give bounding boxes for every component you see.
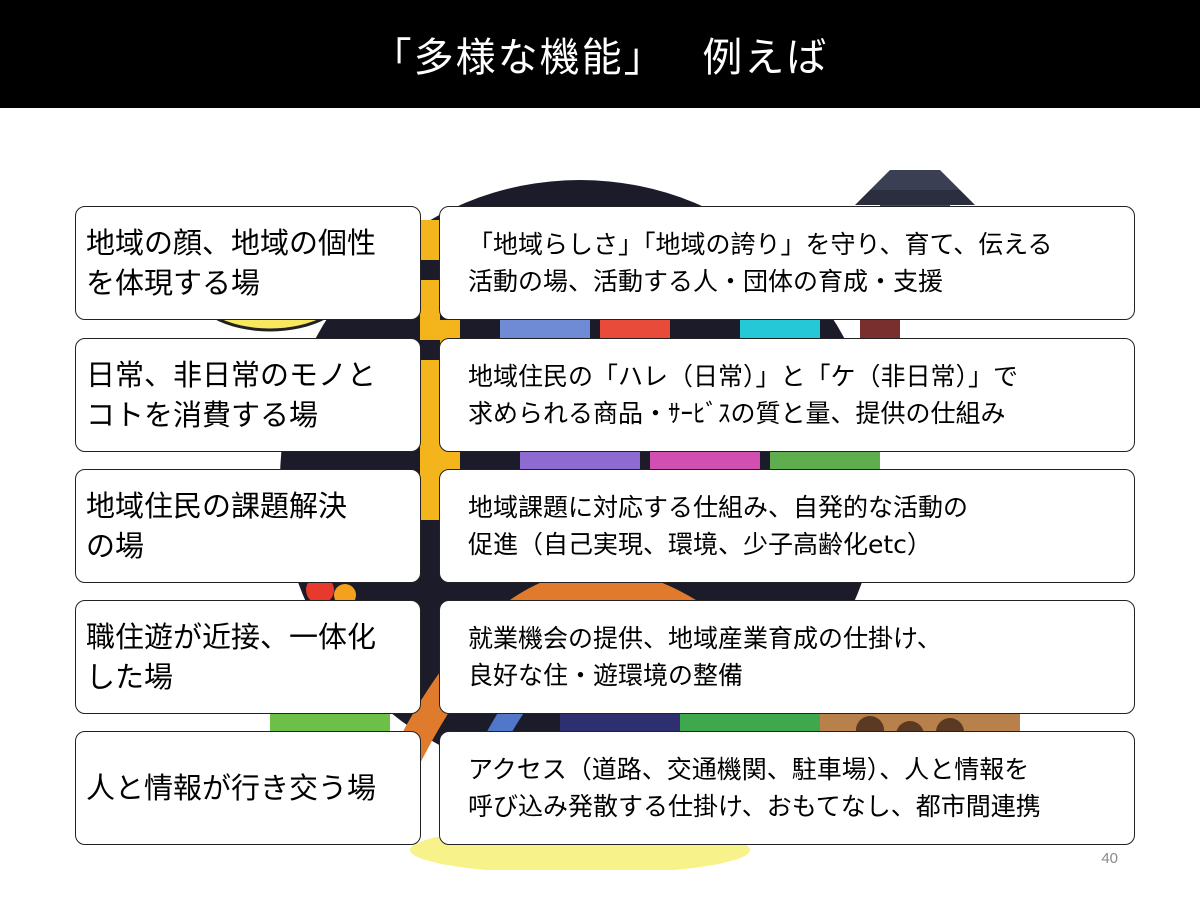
function-box-5: 人と情報が行き交う場 <box>75 731 421 845</box>
example-box-3: 地域課題に対応する仕組み、自発的な活動の 促進（自己実現、環境、少子高齢化etc… <box>439 469 1135 583</box>
example-box-1: 「地域らしさ」「地域の誇り」を守り、育て、伝える 活動の場、活動する人・団体の育… <box>439 206 1135 320</box>
example-text-5: アクセス（道路、交通機関、駐車場）、人と情報を 呼び込み発散する仕掛け、おもてな… <box>468 755 1041 821</box>
function-text-2: 日常、非日常のモノと コトを消費する場 <box>86 358 377 432</box>
example-text-3: 地域課題に対応する仕組み、自発的な活動の 促進（自己実現、環境、少子高齢化etc… <box>468 493 969 559</box>
slide-title-bar: 「多様な機能」 例えば <box>0 0 1200 108</box>
example-text-2: 地域住民の「ハレ（日常）」と「ケ（非日常）」で 求められる商品・ｻｰﾋﾞｽの質と… <box>468 362 1019 428</box>
example-text-4: 就業機会の提供、地域産業育成の仕掛け、 良好な住・遊環境の整備 <box>468 624 942 690</box>
example-box-4: 就業機会の提供、地域産業育成の仕掛け、 良好な住・遊環境の整備 <box>439 600 1135 714</box>
function-text-4: 職住遊が近接、一体化 した場 <box>86 620 377 694</box>
example-box-5: アクセス（道路、交通機関、駐車場）、人と情報を 呼び込み発散する仕掛け、おもてな… <box>439 731 1135 845</box>
page-number: 40 <box>1101 850 1118 867</box>
function-box-1: 地域の顔、地域の個性 を体現する場 <box>75 206 421 320</box>
function-box-2: 日常、非日常のモノと コトを消費する場 <box>75 338 421 452</box>
function-text-3: 地域住民の課題解決 の場 <box>86 489 348 563</box>
function-box-3: 地域住民の課題解決 の場 <box>75 469 421 583</box>
function-box-4: 職住遊が近接、一体化 した場 <box>75 600 421 714</box>
example-text-1: 「地域らしさ」「地域の誇り」を守り、育て、伝える 活動の場、活動する人・団体の育… <box>468 230 1053 296</box>
example-box-2: 地域住民の「ハレ（日常）」と「ケ（非日常）」で 求められる商品・ｻｰﾋﾞｽの質と… <box>439 338 1135 452</box>
function-text-5: 人と情報が行き交う場 <box>86 771 377 805</box>
slide-title: 「多様な機能」 例えば <box>371 35 829 81</box>
function-text-1: 地域の顔、地域の個性 を体現する場 <box>86 226 377 300</box>
